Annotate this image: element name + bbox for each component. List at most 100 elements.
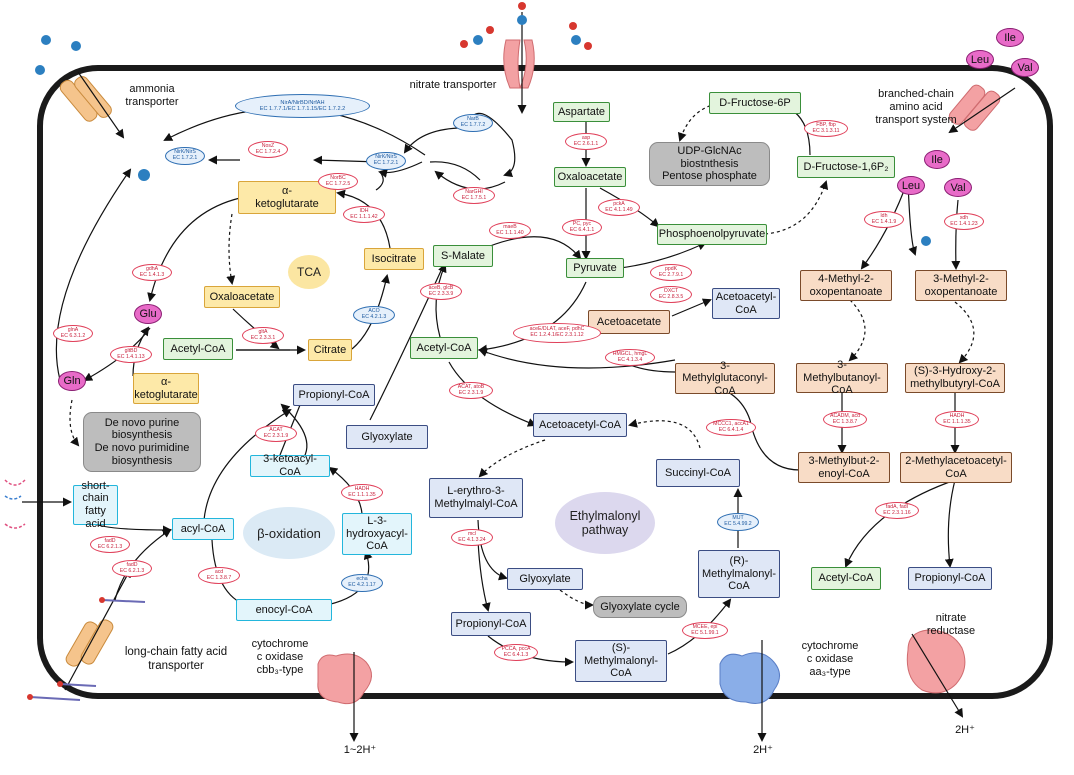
enzyme-pcka-name: pckA (613, 200, 625, 207)
proton-label-3: 2H⁺ (955, 724, 975, 736)
enzyme-fada-ec: EC 2.3.1.16 (883, 509, 911, 516)
ile-badge: Ile (924, 150, 950, 169)
glyoxylate-cycle-box: Glyoxylate cycle (593, 596, 687, 618)
leu-top-badge: Leu (966, 50, 994, 69)
4-methyl-2-oxopentanoate: 4-Methyl-2- oxopentanoate (800, 270, 892, 301)
enzyme-maeb-name: maeB (503, 223, 517, 230)
enzyme-norbc-ec: EC 1.7.2.5 (325, 180, 351, 187)
leu-badge: Leu (897, 176, 925, 195)
enzyme-hmgcl-ec: EC 4.1.3.4 (617, 356, 643, 363)
enzyme-aceb-name: aceB, glcB (428, 284, 454, 291)
aspartate: Aspartate (553, 102, 610, 122)
l-3-hydroxyacyl-coa: L-3- hydroxyacyl- CoA (342, 513, 412, 555)
enzyme-xdh-ec: EC 1.4.1.23 (950, 220, 978, 227)
enzyme-glna-ec: EC 6.3.1.2 (60, 332, 86, 339)
cell-membrane (37, 65, 1053, 699)
cytochrome-cbb3-label: cytochrome c oxidase cbb₃-type (251, 638, 309, 677)
cytochrome-aa3-label: cytochrome c oxidase aa₃-type (801, 640, 859, 679)
isocitrate: Isocitrate (364, 248, 424, 270)
s-3-hydroxy-2-methylbutyryl-coa: (S)-3-Hydroxy-2- methylbutyryl-CoA (905, 363, 1005, 393)
enzyme-echa-name: echa (356, 576, 368, 583)
enzyme-narb-name: NarB (467, 116, 479, 123)
enzyme-ldh-name: ldh (880, 212, 888, 219)
udp-glcnac-box: UDP-GlcNAc biostnthesis Pentose phosphat… (649, 142, 770, 186)
enzyme-acd-name: acd (214, 568, 224, 575)
nitrate-reductase-label: nitrate reductase (926, 612, 976, 638)
ile-top-badge: Ile (996, 28, 1024, 47)
pathway-arrows (55, 99, 975, 667)
enzyme-mut-ec: EC 5.4.99.2 (724, 521, 752, 527)
enzyme-xdh-name: xdh (959, 214, 969, 221)
enzyme-hadh2-ec: EC 1.1.1.35 (943, 418, 971, 425)
enzyme-narghi-ec: EC 1.7.5.1 (461, 194, 487, 201)
3-methylbutanoyl-coa: 3-Methylbutanoyl- CoA (796, 359, 888, 396)
ammonia-transporter-label: ammonia transporter (125, 83, 179, 109)
enzyme-hadh1-name: HADH (354, 485, 370, 492)
enzyme-glta-ec: EC 2.3.3.1 (250, 334, 276, 341)
acetyl-coa-1: Acetyl-CoA (163, 338, 233, 360)
enzyme-fadd2-name: fadD (126, 561, 138, 568)
enzyme-nirk2-ec: EC 1.7.2.1 (373, 160, 399, 166)
s-malate: S-Malate (433, 245, 493, 267)
enzyme-nira-name: NirA/NirBD/NrfAH (280, 99, 325, 106)
enzyme-fadd2-ec: EC 6.2.1.3 (119, 567, 145, 574)
enzyme-mccc-name: MCCC1, accA1 (713, 420, 749, 427)
bcaa-transport-label: branched-chain amino acid transport syst… (875, 88, 957, 127)
enzyme-acadm-ec: EC 1.3.8.7 (832, 418, 858, 425)
enzyme-maeb-ec: EC 1.1.1.40 (496, 229, 524, 236)
enzyme-acat2-name: ACAT, atoB (457, 383, 485, 390)
enzyme-pcca-ec: EC 6.4.1.3 (503, 651, 529, 658)
enzyme-nira-ec: EC 1.7.7.1/EC 1.7.1.15/EC 1.7.2.2 (259, 106, 346, 112)
enzyme-glna-name: glnA (67, 326, 79, 333)
enzyme-hadh2-name: HADH (949, 412, 965, 419)
acetoacetate: Acetoacetate (588, 310, 670, 334)
3-methylglutaconyl-coa: 3-Methylglutaconyl- CoA (675, 360, 775, 397)
ammonia-molecules-icon (35, 35, 931, 246)
glu-badge: Glu (134, 304, 162, 324)
pyruvate: Pyruvate (566, 258, 624, 278)
enzyme-acadm-name: ACADM, acd (830, 412, 860, 419)
enzyme-mut-name: MUT (732, 515, 744, 522)
enzyme-glta-name: gltA (258, 328, 268, 335)
enzyme-pc-ec: EC 6.4.1.1 (569, 226, 595, 233)
enzyme-idh-name: IDH (359, 207, 369, 214)
ammonia-transporter-icon (59, 71, 125, 139)
enzyme-acee-name: aceE/DLAT, aceF, pdhC (529, 326, 585, 333)
propionyl-coa-2: Propionyl-CoA (451, 612, 531, 636)
alpha-ketoglutarate: α- ketoglutarate (238, 181, 336, 214)
3-ketoacyl-coa: 3-ketoacyl-CoA (250, 453, 330, 478)
3-methylbut-2-enoyl-coa: 3-Methylbut-2- enoyl-CoA (798, 452, 890, 483)
proton-label-2: 2H⁺ (753, 744, 773, 756)
d-fructose-6p: D-Fructose-6P (709, 92, 801, 114)
short-chain-input-icon (4, 479, 72, 529)
enzyme-hmgcl-name: HMGCL, hmgL (612, 350, 648, 357)
acetyl-coa-2: Acetyl-CoA (410, 337, 478, 359)
lcfa-transporter-icon (27, 568, 146, 701)
acetyl-coa-3: Acetyl-CoA (811, 567, 881, 590)
enzyme-acd-ec: EC 1.3.8.7 (206, 574, 232, 581)
glyoxylate-1: Glyoxylate (346, 425, 428, 449)
